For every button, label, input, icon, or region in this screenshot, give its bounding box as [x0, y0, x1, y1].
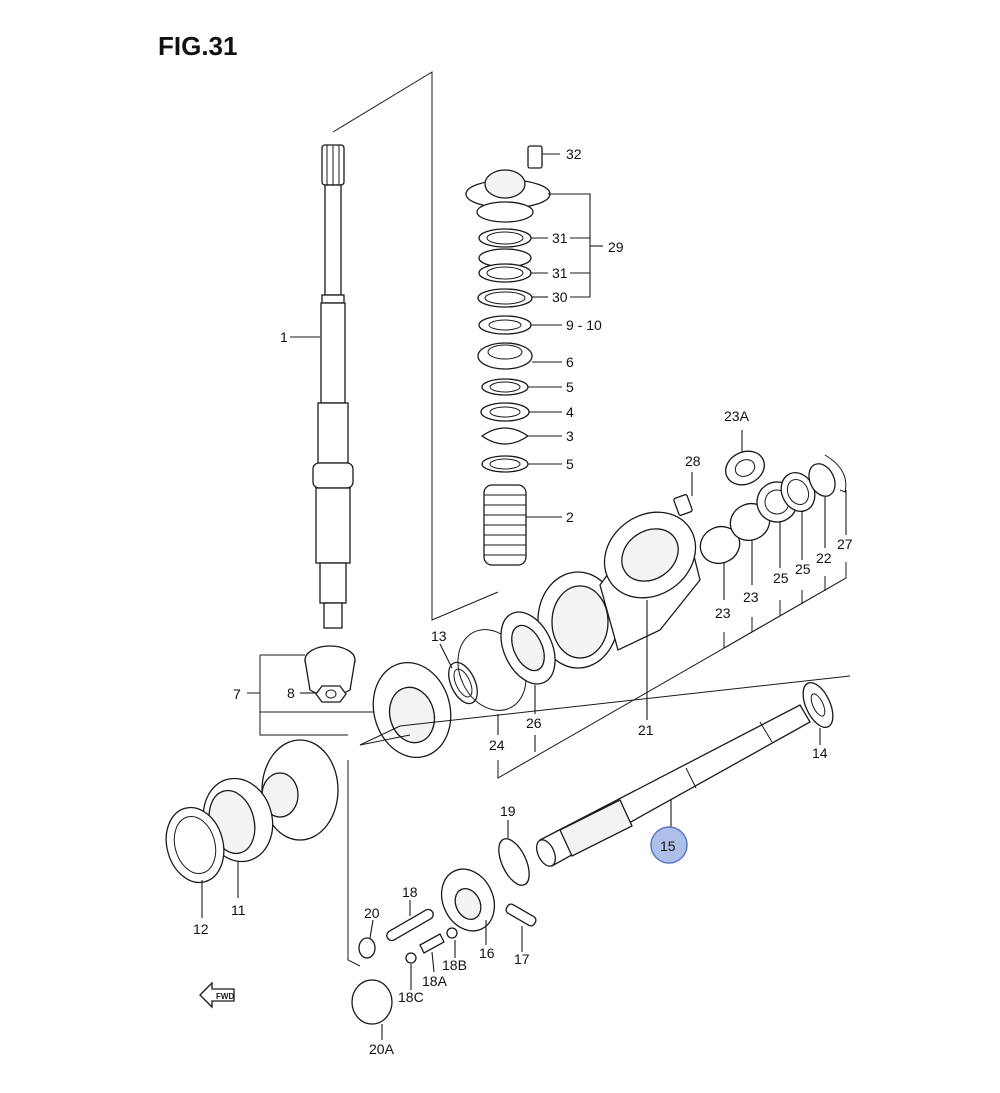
label-11: 11	[231, 902, 246, 918]
label-14: 14	[812, 745, 828, 761]
label-23-right: 23	[743, 589, 759, 605]
label-25-left: 25	[773, 570, 789, 586]
reverse-gear-group	[165, 739, 339, 918]
clutch-group	[351, 820, 537, 1040]
label-1: 1	[280, 329, 288, 345]
label-3: 3	[566, 428, 574, 444]
gear-case-housing	[537, 511, 701, 720]
label-7: 7	[233, 686, 241, 702]
label-15: 15	[660, 838, 676, 854]
label-12: 12	[193, 921, 209, 937]
svg-text:FWD: FWD	[216, 992, 234, 1001]
label-19: 19	[500, 803, 516, 819]
label-26: 26	[526, 715, 542, 731]
propeller-shaft	[535, 682, 834, 867]
label-20: 20	[364, 905, 380, 921]
label-4: 4	[566, 404, 574, 420]
label-16: 16	[479, 945, 495, 961]
label-17: 17	[514, 951, 530, 967]
label-18: 18	[402, 884, 418, 900]
label-22: 22	[816, 550, 832, 566]
label-5-upper: 5	[566, 379, 574, 395]
seal-housing-stack	[465, 145, 551, 566]
label-5-lower: 5	[566, 456, 574, 472]
label-32: 32	[566, 146, 582, 162]
label-27: 27	[837, 536, 853, 552]
label-21: 21	[638, 722, 654, 738]
label-8: 8	[287, 685, 295, 701]
label-2: 2	[566, 509, 574, 525]
label-18a: 18A	[422, 973, 448, 989]
label-31-upper: 31	[552, 230, 568, 246]
pinion-gear	[300, 645, 356, 703]
label-13: 13	[431, 628, 447, 644]
forward-bearing-group	[439, 611, 556, 752]
forward-gear	[359, 661, 851, 759]
label-29: 29	[608, 239, 624, 255]
bearing-group-right	[673, 430, 847, 649]
assembly-bracket-lines	[247, 71, 847, 967]
label-30: 30	[552, 289, 568, 305]
upper-stack-leaders	[526, 153, 603, 518]
label-25-right: 25	[795, 561, 811, 577]
drive-shaft	[290, 144, 354, 629]
label-23-left: 23	[715, 605, 731, 621]
label-24: 24	[489, 737, 505, 753]
label-9-10: 9 - 10	[566, 317, 602, 333]
label-18b: 18B	[442, 957, 467, 973]
figure-title: FIG.31	[158, 31, 237, 61]
label-28: 28	[685, 453, 701, 469]
label-18c: 18C	[398, 989, 424, 1005]
highlighted-part-marker	[650, 826, 688, 864]
label-23a: 23A	[724, 408, 750, 424]
fwd-arrow-icon: FWD	[199, 981, 235, 1009]
label-6: 6	[566, 354, 574, 370]
part-labels: 1 2 3 4 5 5 6 7 8 9 - 10 11 12 13 14 15 …	[193, 146, 853, 1057]
label-20a: 20A	[369, 1041, 395, 1057]
label-31-lower: 31	[552, 265, 568, 281]
